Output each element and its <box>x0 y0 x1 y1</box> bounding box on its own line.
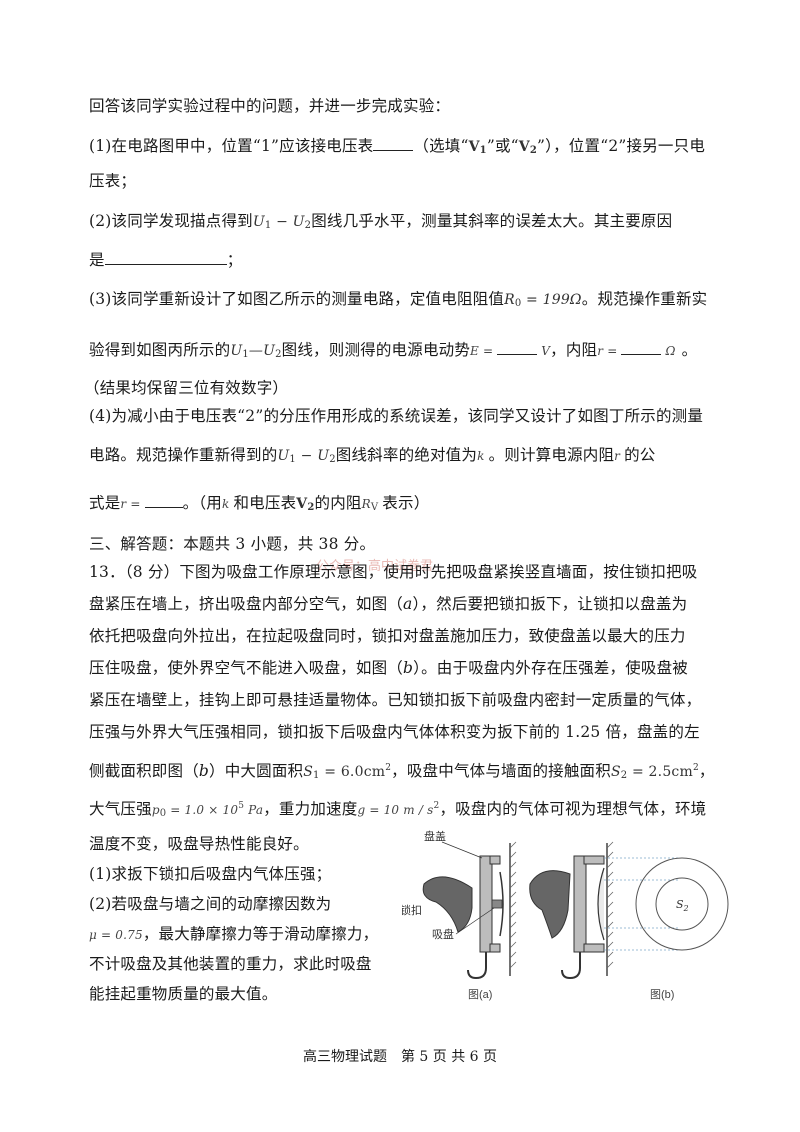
svg-text:图(b): 图(b) <box>650 988 674 1001</box>
answer-blank-1[interactable] <box>373 134 414 151</box>
watermark: 公众号：高中试卷君 <box>316 559 434 574</box>
problem-13-line-1: 13．（8 分）下图为吸盘工作原理示意图，使用时先把吸盘紧挨竖直墙面，按住锁扣把… <box>89 563 698 581</box>
question-4-line-1: (4)为减小由于电压表“2”的分压作用形成的系统误差，该同学又设计了如图丁所示的… <box>89 407 704 425</box>
problem-13-line-6: 压强与外界大气压强相同，锁扣扳下后吸盘内气体体积变为扳下前的 1.25 倍，盘盖… <box>89 723 700 741</box>
question-2-line-1: (2)该同学发现描点得到U1 − U2图线几乎水平，测量其斜率的误差太大。其主要… <box>89 212 673 231</box>
problem-13-q2-line-1: (2)若吸盘与墙之间的动摩擦因数为 <box>89 895 332 913</box>
voltmeter-v2-symbol: V2 <box>518 139 538 156</box>
question-3-line-1: (3)该同学重新设计了如图乙所示的测量电路，定值电阻阻值R0 = 199Ω。规范… <box>89 290 708 309</box>
problem-13-line-9: 温度不变，吸盘导热性能良好。 <box>89 835 309 853</box>
problem-13-line-4: 压住吸盘，使外界空气不能进入吸盘，如图（b）。由于吸盘内外存在压强差，使吸盘被 <box>89 659 688 677</box>
u1-u2-graph-label: U1—U2 <box>230 343 282 360</box>
problem-13-q2-line-3: 不计吸盘及其他装置的重力，求此时吸盘 <box>89 955 372 973</box>
answer-blank-formula[interactable] <box>144 491 183 508</box>
question-2-line-2: 是； <box>89 248 242 272</box>
s1-formula: S1 = 6.0cm2 <box>303 763 392 781</box>
figure-b: S2 图(b) <box>529 841 729 1001</box>
g-formula: g = 10 m / s2 <box>357 801 440 817</box>
problem-13-line-2: 盘紧压在墙上，挤出吸盘内部分空气，如图（a），然后要把锁扣扳下，让锁扣以盘盖为 <box>89 595 688 613</box>
svg-text:吸盘: 吸盘 <box>432 927 454 941</box>
answer-blank-resistance[interactable] <box>621 338 662 355</box>
problem-13-line-8: 大气压强p0 = 1.0 × 105 Pa，重力加速度g = 10 m / s2… <box>89 800 707 819</box>
section-3-heading: 三、解答题：本题共 3 小题，共 38 分。 <box>89 535 376 553</box>
question-1-line-1: (1)在电路图甲中，位置“1”应该接电压表（选填“V1”或“V2”），位置“2”… <box>89 134 705 163</box>
question-1-line-2: 压表； <box>89 172 137 190</box>
suction-cup-figure: 盘盖 锁扣 吸盘 图(a) <box>402 829 729 1001</box>
s2-formula: S2 = 2.5cm2 <box>610 763 699 781</box>
question-3-note: （结果均保留三位有效数字） <box>84 379 289 397</box>
p0-formula: p0 = 1.0 × 105 Pa <box>151 801 264 819</box>
problem-13-line-7: 侧截面积即图（b）中大圆面积S1 = 6.0cm2，吸盘中气体与墙面的接触面积S… <box>89 762 715 781</box>
problem-13-line-3: 依托把吸盘向外拉出，在拉起吸盘同时，锁扣对盘盖施加压力，致使盘盖以最大的压力 <box>89 627 686 645</box>
problem-13-q1: (1)求扳下锁扣后吸盘内气体压强； <box>89 865 332 883</box>
voltmeter-v1-symbol: V1 <box>468 139 487 156</box>
problem-13-line-5: 紧压在墙壁上，挂钩上即可悬挂适量物体。已知锁扣扳下前吸盘内密封一定质量的气体， <box>89 691 702 709</box>
answer-blank-emf[interactable] <box>497 338 538 355</box>
svg-text:图(a): 图(a) <box>468 988 492 1001</box>
problem-13-q2-line-4: 能挂起重物质量的最大值。 <box>89 985 278 1003</box>
intro-line: 回答该同学实验过程中的问题，并进一步完成实验： <box>89 97 451 115</box>
svg-text:锁扣: 锁扣 <box>402 903 422 917</box>
question-3-line-2: 验得到如图丙所示的U1—U2图线，则测得的电源电动势E =V，内阻r =Ω。 <box>89 338 697 367</box>
r0-formula: R0 = 199Ω <box>504 292 582 309</box>
svg-text:S2: S2 <box>676 898 689 913</box>
svg-text:盘盖: 盘盖 <box>424 829 446 843</box>
page-footer: 高三物理试题 第 5 页 共 6 页 <box>302 1049 498 1065</box>
figure-a: 盘盖 锁扣 吸盘 图(a) <box>402 829 517 1001</box>
answer-blank-2[interactable] <box>104 248 227 265</box>
problem-13-q2-line-2: μ = 0.75，最大静摩擦力等于滑动摩擦力， <box>89 925 379 943</box>
u1-u2-formula: U1 − U2 <box>252 214 312 231</box>
